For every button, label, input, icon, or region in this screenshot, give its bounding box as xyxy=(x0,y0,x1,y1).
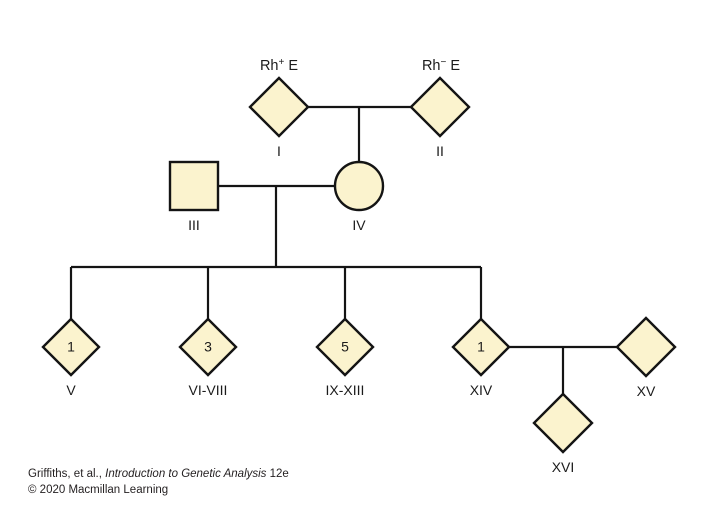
pedigree-individual-iii: III xyxy=(168,160,220,233)
individual-roman-label: III xyxy=(188,217,200,233)
figure-credit-caption: Griffiths, et al., Introduction to Genet… xyxy=(28,466,289,499)
individual-roman-label: I xyxy=(277,143,281,159)
pedigree-individual-xv: XV xyxy=(615,316,677,399)
pedigree-individual-ix-xiii: 5IX-XIII xyxy=(315,317,375,398)
circle-shape-female xyxy=(333,160,385,212)
pedigree-individual-xvi: XVI xyxy=(532,392,594,475)
connection-lines-group xyxy=(69,105,617,394)
individual-roman-label: XV xyxy=(637,383,656,399)
genotype-labels-group: Rh+ E Rh− E xyxy=(260,57,460,75)
diamond-shape xyxy=(451,317,511,377)
individual-roman-label: XVI xyxy=(552,459,575,475)
sibling-count-label: 1 xyxy=(477,339,485,355)
caption-line-source: Griffiths, et al., Introduction to Genet… xyxy=(28,466,289,482)
square-shape-male xyxy=(168,160,220,212)
individual-roman-label: II xyxy=(436,143,444,159)
sibling-count-label: 5 xyxy=(341,339,349,355)
pedigree-individual-iv: IV xyxy=(333,160,385,233)
individual-roman-label: V xyxy=(66,382,76,398)
caption-line-copyright: © 2020 Macmillan Learning xyxy=(28,484,169,497)
caption-author-prefix: Griffiths, et al., xyxy=(28,468,106,480)
diamond-shape xyxy=(178,317,238,377)
pedigree-individual-ii: II xyxy=(409,76,471,159)
caption-book-title: Introduction to Genetic Analysis xyxy=(105,468,267,480)
individual-roman-label: IX-XIII xyxy=(326,382,365,398)
diamond-shape xyxy=(409,76,471,138)
diamond-shape xyxy=(41,317,101,377)
diamond-shape xyxy=(532,392,594,454)
sibling-count-label: 3 xyxy=(204,339,212,355)
diamond-shape xyxy=(248,76,310,138)
sibling-count-label: 1 xyxy=(67,339,75,355)
genotype-label-mother: Rh− E xyxy=(422,57,460,75)
diamond-shape xyxy=(615,316,677,378)
diamond-shape xyxy=(315,317,375,377)
genotype-label-father: Rh+ E xyxy=(260,57,298,75)
pedigree-individual-vi-viii: 3VI-VIII xyxy=(178,317,238,398)
individual-roman-label: IV xyxy=(352,217,366,233)
individual-roman-label: VI-VIII xyxy=(189,382,228,398)
pedigree-individual-v: 1V xyxy=(41,317,101,398)
individual-roman-label: XIV xyxy=(470,382,493,398)
pedigree-individual-i: I xyxy=(248,76,310,159)
caption-edition: 12e xyxy=(266,468,289,480)
